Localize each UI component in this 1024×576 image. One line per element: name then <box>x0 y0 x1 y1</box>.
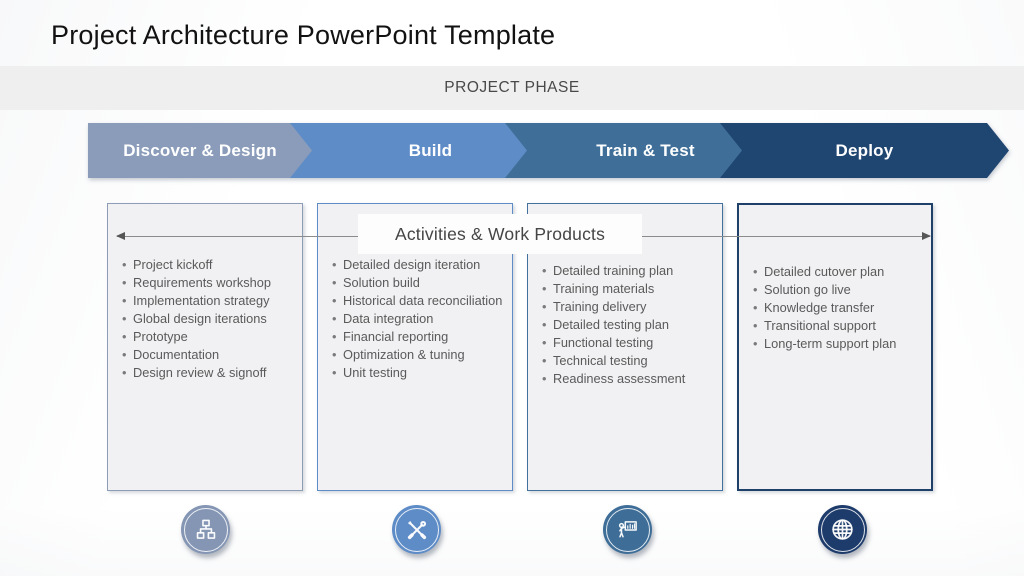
list-item: Transitional support <box>753 317 923 335</box>
list-item: Project kickoff <box>122 256 294 274</box>
activities-box-deploy: Detailed cutover plan Solution go live K… <box>737 203 933 491</box>
list-item: Detailed cutover plan <box>753 263 923 281</box>
activities-list: Detailed cutover plan Solution go live K… <box>739 205 931 353</box>
activities-list: Project kickoff Requirements workshop Im… <box>108 204 302 382</box>
trainer-icon <box>603 505 652 554</box>
list-item: Documentation <box>122 346 294 364</box>
list-item: Solution go live <box>753 281 923 299</box>
list-item: Long-term support plan <box>753 335 923 353</box>
list-item: Detailed training plan <box>542 262 714 280</box>
project-phase-band: PROJECT PHASE <box>0 66 1024 110</box>
phase-arrow-label: Discover & Design <box>123 140 277 160</box>
list-item: Training delivery <box>542 298 714 316</box>
phase-arrow-deploy: Deploy <box>720 123 1009 178</box>
phase-arrow-label: Deploy <box>835 140 894 160</box>
list-item: Detailed design iteration <box>332 256 504 274</box>
activities-list: Detailed training plan Training material… <box>528 204 722 388</box>
list-item: Financial reporting <box>332 328 504 346</box>
list-item: Historical data reconciliation <box>332 292 504 310</box>
list-item: Technical testing <box>542 352 714 370</box>
list-item: Design review & signoff <box>122 364 294 382</box>
list-item: Readiness assessment <box>542 370 714 388</box>
tools-icon <box>392 505 441 554</box>
list-item: Unit testing <box>332 364 504 382</box>
list-item: Solution build <box>332 274 504 292</box>
globe-icon <box>818 505 867 554</box>
list-item: Prototype <box>122 328 294 346</box>
list-item: Detailed testing plan <box>542 316 714 334</box>
list-item: Data integration <box>332 310 504 328</box>
list-item: Knowledge transfer <box>753 299 923 317</box>
list-item: Training materials <box>542 280 714 298</box>
org-chart-icon <box>181 505 230 554</box>
phase-arrow-discover-design: Discover & Design <box>88 123 334 178</box>
activities-label: Activities & Work Products <box>358 214 642 254</box>
list-item: Implementation strategy <box>122 292 294 310</box>
activities-box-discover-design: Project kickoff Requirements workshop Im… <box>107 203 303 491</box>
list-item: Optimization & tuning <box>332 346 504 364</box>
phase-arrow-label: Train & Test <box>596 140 695 160</box>
activities-list: Detailed design iteration Solution build… <box>318 204 512 382</box>
page-title: Project Architecture PowerPoint Template <box>51 20 556 50</box>
list-item: Global design iterations <box>122 310 294 328</box>
project-phase-label: PROJECT PHASE <box>444 79 580 96</box>
list-item: Requirements workshop <box>122 274 294 292</box>
list-item: Functional testing <box>542 334 714 352</box>
phase-arrow-label: Build <box>408 140 453 160</box>
